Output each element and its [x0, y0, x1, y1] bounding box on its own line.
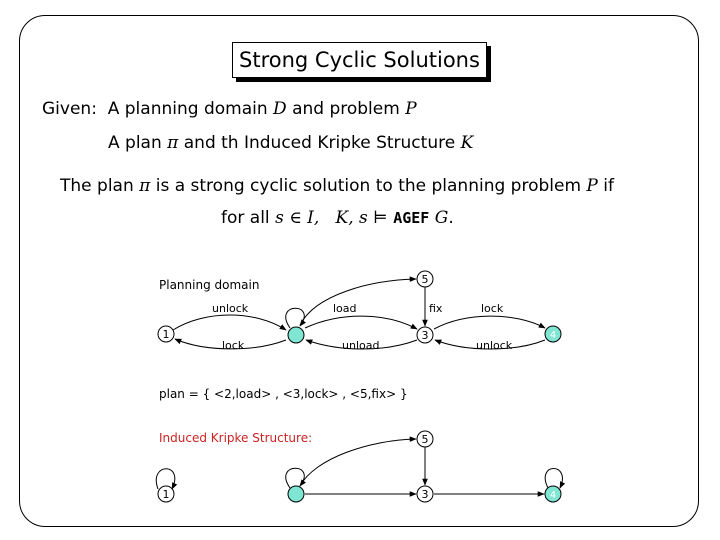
given-text-2b: and th Induced Kripke Structure: [183, 133, 456, 153]
def-text-2a: for all: [221, 208, 270, 228]
edge-unlock-4-3: [434, 339, 546, 350]
label-unlock-right: unlock: [476, 339, 513, 352]
given-text-2a: A plan: [108, 133, 162, 153]
kripke-edges: [155, 436, 566, 497]
def-problem-symbol: P: [586, 176, 598, 196]
domain-symbol: D: [273, 99, 287, 119]
slide-title: Strong Cyclic Solutions: [232, 42, 487, 78]
edge-load-2-3: [304, 315, 418, 330]
def-goal-symbol: G: [434, 208, 449, 228]
svg-text:4: 4: [550, 490, 556, 501]
domain-edges: [172, 276, 546, 350]
kripke-node-1: 1: [157, 485, 175, 503]
kedge-selfloop-1: [155, 468, 178, 490]
given-line-2: A plan π and th Induced Kripke Structure…: [108, 132, 473, 154]
label-lock: lock: [222, 339, 245, 352]
definition-line-1: The plan π is a strong cyclic solution t…: [60, 175, 614, 197]
def-text-1c: if: [603, 176, 614, 196]
svg-text:1: 1: [163, 328, 170, 341]
label-unlock: unlock: [212, 302, 249, 315]
kedge-2-5: [299, 436, 417, 487]
label-lock-right: lock: [481, 302, 504, 315]
edge-selfloop-2: [285, 307, 307, 329]
given-label: Given:: [42, 99, 97, 119]
slide-frame: [19, 15, 699, 527]
def-plan-symbol: π: [139, 176, 151, 196]
domain-node-3: 3: [416, 326, 434, 344]
svg-text:4: 4: [550, 330, 556, 341]
kedge-selfloop-4: [544, 468, 566, 489]
edge-unload-3-2: [305, 339, 418, 350]
given-line-1: Given: A planning domain D and problem P: [42, 98, 417, 120]
domain-node-1: 1: [157, 325, 175, 343]
svg-text:1: 1: [163, 488, 170, 501]
label-load: load: [333, 302, 357, 315]
svg-text:3: 3: [422, 329, 429, 342]
domain-node-2: [287, 326, 305, 344]
problem-symbol: P: [405, 99, 417, 119]
svg-text:5: 5: [422, 273, 429, 286]
kedge-selfloop-2: [285, 467, 307, 489]
def-agef: AGEF: [393, 209, 430, 227]
edge-2-5: [299, 276, 417, 326]
edge-unlock-1-2: [172, 314, 287, 331]
svg-text:3: 3: [422, 488, 429, 501]
definition-line-2: for all s ∈ I, K, s ⊨ AGEF G.: [221, 207, 454, 229]
kripke-label: Induced Kripke Structure:: [159, 431, 312, 445]
svg-text:5: 5: [422, 433, 429, 446]
domain-label: Planning domain: [159, 278, 259, 292]
edge-lock-3-4: [433, 315, 546, 330]
def-math-2: K, s ⊨: [335, 208, 388, 228]
def-text-1b: is a strong cyclic solution to the plann…: [155, 176, 582, 196]
kripke-symbol: K: [460, 133, 474, 153]
def-period: .: [448, 208, 454, 228]
plan-symbol: π: [167, 133, 179, 153]
given-text-1b: and problem: [292, 99, 400, 119]
kripke-node-4: 4: [544, 485, 562, 503]
domain-edge-labels: unlock lock load unload fix lock unlock: [212, 302, 513, 352]
label-fix: fix: [429, 302, 443, 315]
kripke-node-5: 5: [416, 430, 434, 448]
def-math-1: s ∈ I,: [275, 208, 320, 228]
plan-text: plan = { <2,load> , <3,lock> , <5,fix> }: [159, 387, 408, 401]
kripke-node-2: [287, 485, 305, 503]
kripke-node-3: 3: [416, 485, 434, 503]
given-text-1a: A planning domain: [107, 99, 268, 119]
domain-node-5: 5: [416, 270, 434, 288]
def-text-1a: The plan: [60, 176, 134, 196]
domain-node-4: 4: [544, 325, 562, 343]
edge-lock-2-1: [174, 338, 287, 350]
label-unload: unload: [342, 339, 379, 352]
